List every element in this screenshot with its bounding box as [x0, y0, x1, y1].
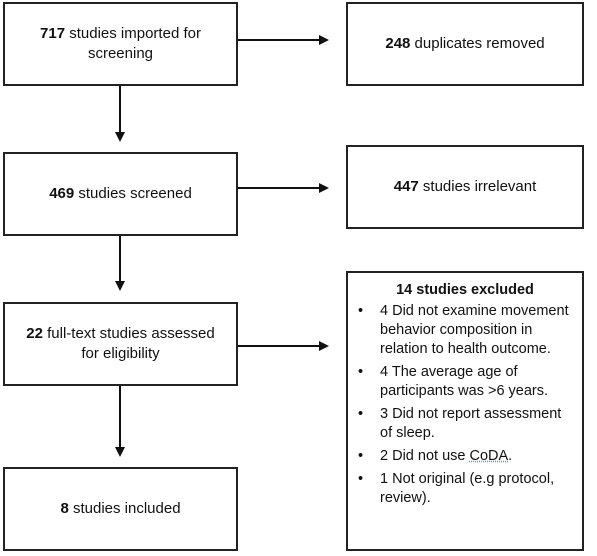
- irrelevant-label: 447 studies irrelevant: [394, 177, 537, 197]
- excluded-reason: 1 Not original (e.g protocol, review).: [356, 470, 574, 508]
- imported-text: studies imported for screening: [65, 25, 201, 62]
- included-count: 8: [60, 500, 69, 517]
- duplicates-count: 248: [385, 35, 411, 52]
- fulltext-count: 22: [26, 325, 43, 342]
- included-label: 8 studies included: [60, 499, 180, 519]
- excluded-reason: 4 The average age of participants was >6…: [356, 363, 574, 401]
- irrelevant-count: 447: [393, 178, 419, 195]
- excluded-reason: 3 Did not report assessment of sleep.: [356, 405, 574, 443]
- irrelevant-box: 447 studies irrelevant: [346, 145, 584, 229]
- fulltext-box: 22 full-text studies assessed for eligib…: [3, 302, 238, 386]
- excluded-list: 4 Did not examine movement behavior comp…: [356, 302, 574, 508]
- screened-count: 469: [49, 185, 75, 202]
- excluded-title: 14 studies excluded: [396, 282, 534, 298]
- included-text: studies included: [68, 500, 181, 517]
- coda-term: CoDA: [469, 448, 509, 464]
- imported-box: 717 studies imported for screening: [3, 2, 238, 86]
- fulltext-label: 22 full-text studies assessed for eligib…: [21, 324, 221, 364]
- irrelevant-text: studies irrelevant: [418, 178, 537, 195]
- excluded-reason-text: 2 Did not use: [380, 448, 470, 464]
- excluded-reason: 4 Did not examine movement behavior comp…: [356, 302, 574, 359]
- screened-text: studies screened: [74, 185, 192, 202]
- screened-box: 469 studies screened: [3, 152, 238, 236]
- excluded-reason-period: .: [508, 448, 513, 464]
- imported-label: 717 studies imported for screening: [33, 24, 208, 64]
- excluded-reason: 2 Did not use CoDA.: [356, 447, 574, 466]
- duplicates-label: 248 duplicates removed: [385, 34, 544, 54]
- imported-count: 717: [40, 25, 66, 42]
- duplicates-text: duplicates removed: [410, 35, 545, 52]
- excluded-box: 14 studies excluded 4 Did not examine mo…: [346, 271, 584, 551]
- fulltext-text: full-text studies assessed for eligibili…: [42, 325, 215, 362]
- included-box: 8 studies included: [3, 467, 238, 551]
- screened-label: 469 studies screened: [49, 184, 192, 204]
- duplicates-box: 248 duplicates removed: [346, 2, 584, 86]
